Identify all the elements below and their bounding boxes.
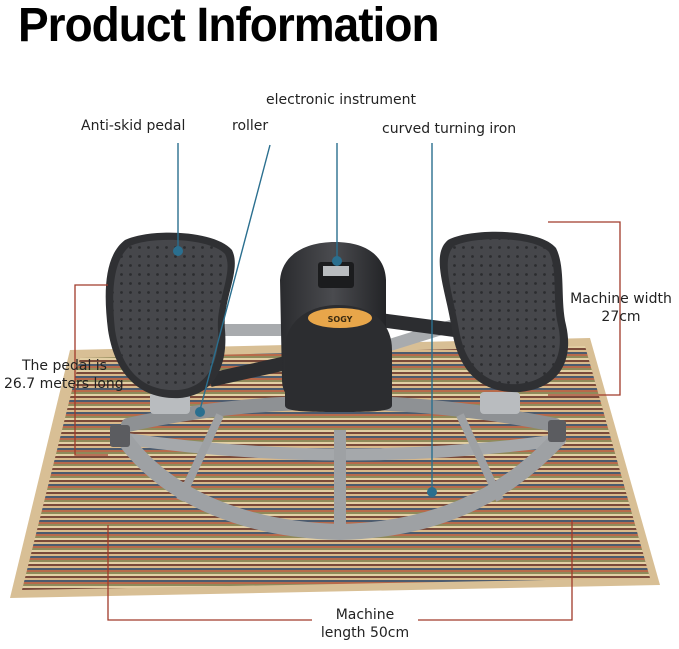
label-anti-skid-pedal: Anti-skid pedal	[81, 118, 186, 134]
callout-line-roller	[199, 144, 271, 411]
page-title: Product Information	[18, 0, 440, 52]
label-roller: roller	[232, 118, 269, 134]
label-pedal-length-line1: The pedal is	[22, 358, 107, 374]
label-machine-width: Machine width 27cm	[563, 290, 679, 326]
label-curved-turning-iron: curved turning iron	[382, 121, 517, 137]
pedal-length-bracket	[74, 284, 108, 456]
label-machine-length-line1: Machine	[335, 607, 395, 623]
callout-dots	[173, 246, 437, 497]
label-machine-length-line2: length 50cm	[320, 625, 410, 641]
label-machine-length: Machine length 50cm	[300, 606, 430, 642]
brand-text: SOGY	[328, 315, 353, 324]
label-pedal-length: The pedal is 26.7 meters long	[4, 357, 124, 393]
callout-dot-instrument	[332, 256, 342, 266]
length-bracket-left	[107, 525, 312, 621]
central-housing: SOGY	[280, 242, 392, 412]
length-bracket-right	[418, 520, 573, 621]
right-pedal	[439, 231, 569, 393]
label-pedal-length-line2: 26.7 meters long	[4, 376, 124, 392]
brand-badge	[308, 308, 372, 328]
left-pedal	[105, 232, 235, 399]
label-machine-width-line2: 27cm	[601, 309, 641, 325]
label-electronic-instrument: electronic instrument	[266, 92, 417, 108]
dimension-lines	[74, 221, 621, 621]
width-bracket	[548, 221, 621, 396]
callout-lines	[177, 143, 433, 490]
callout-dot-pedal	[173, 246, 183, 256]
callout-dot-roller	[195, 407, 205, 417]
label-machine-width-line1: Machine width	[570, 291, 672, 307]
callout-dot-iron	[427, 487, 437, 497]
